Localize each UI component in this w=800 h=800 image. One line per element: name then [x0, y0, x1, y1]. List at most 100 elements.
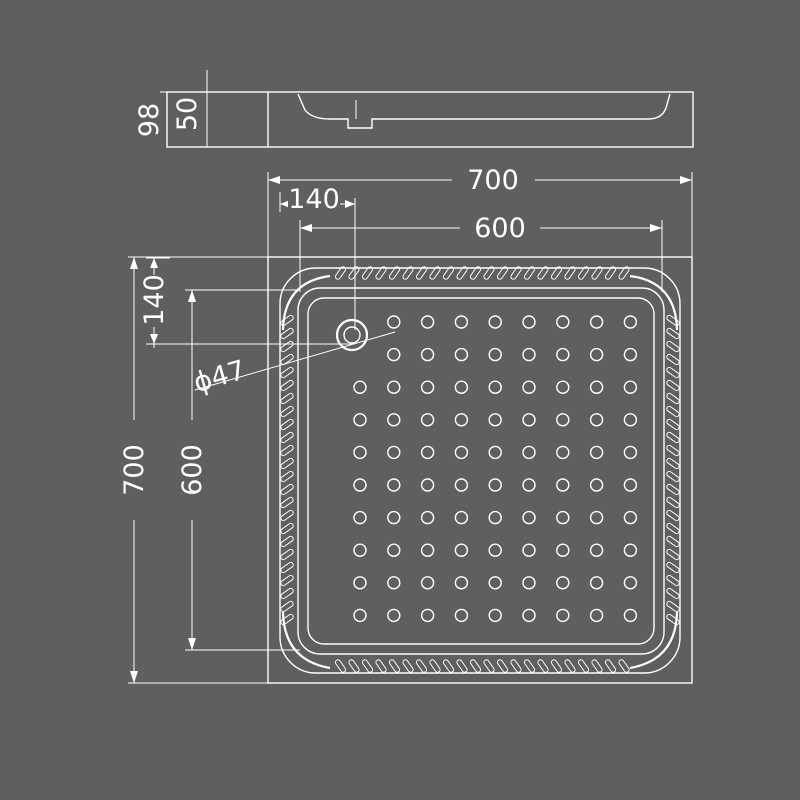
groove-slot — [469, 659, 482, 673]
anti-slip-dot — [488, 576, 502, 590]
dim-50: 50 — [172, 97, 203, 131]
anti-slip-dot — [420, 478, 435, 492]
groove-slot — [666, 535, 680, 548]
anti-slip-dot — [556, 576, 570, 590]
dim-700-length: 700 — [119, 444, 150, 496]
anti-slip-dot — [522, 543, 536, 557]
groove-slot — [429, 659, 441, 673]
anti-slip-dot — [488, 478, 502, 492]
groove-slot — [348, 266, 360, 280]
tray-basin-outer — [297, 287, 665, 655]
groove-slot — [564, 266, 576, 280]
anti-slip-dot — [589, 445, 604, 460]
groove-slot — [666, 613, 680, 626]
corner-groove — [629, 611, 679, 670]
groove-slot — [402, 266, 414, 280]
anti-slip-dot — [522, 478, 536, 492]
groove-slot — [537, 659, 549, 673]
anti-slip-dot — [387, 543, 401, 557]
groove-slot — [666, 509, 680, 522]
groove-slot — [280, 561, 294, 574]
anti-slip-dot — [454, 608, 469, 623]
groove-slot — [334, 266, 347, 280]
groove-slot — [666, 353, 680, 366]
groove-slot — [375, 659, 387, 673]
groove-slot — [348, 659, 360, 673]
drain-hole — [335, 318, 369, 352]
groove-slot — [469, 266, 482, 280]
anti-slip-dot — [589, 413, 604, 427]
groove-slot — [666, 340, 680, 353]
groove-slot — [280, 418, 294, 431]
groove-slot — [280, 600, 294, 613]
anti-slip-dot — [623, 510, 638, 525]
anti-slip-dot — [420, 380, 435, 394]
groove-slot — [280, 483, 294, 496]
tray-rim — [279, 267, 681, 674]
anti-slip-dot — [353, 576, 367, 590]
groove-slot — [666, 470, 680, 483]
drain-hole-inner — [343, 326, 361, 344]
groove-slot — [280, 340, 294, 353]
dim-140-x: 140 — [288, 184, 340, 215]
anti-slip-dot — [522, 413, 536, 427]
anti-slip-dot — [556, 315, 570, 329]
groove-slot — [496, 659, 509, 673]
groove-slot — [280, 522, 294, 535]
tray-outer-outline — [267, 256, 693, 684]
anti-slip-dot — [589, 543, 604, 557]
anti-slip-dot — [454, 445, 469, 460]
anti-slip-dot — [589, 380, 604, 394]
dim-600-length: 600 — [177, 444, 208, 496]
groove-slot — [618, 659, 630, 673]
groove-slot — [456, 266, 468, 280]
dim-98: 98 — [134, 103, 165, 137]
anti-slip-dot — [420, 608, 435, 623]
anti-slip-dot — [353, 413, 367, 427]
anti-slip-dot — [353, 478, 367, 492]
groove-slot — [577, 659, 590, 673]
top-view-dimensions: 700 140 600 700 140 — [119, 165, 693, 684]
groove-slot — [666, 457, 680, 470]
anti-slip-dot — [454, 510, 469, 525]
groove-slot — [280, 509, 294, 522]
groove-slot — [550, 659, 563, 673]
anti-slip-dot — [488, 608, 502, 623]
groove-slot — [280, 314, 294, 327]
groove-slot — [666, 561, 680, 574]
groove-slot — [666, 327, 680, 340]
groove-slot — [429, 266, 441, 280]
groove-slot — [280, 548, 294, 561]
groove-slot — [496, 266, 509, 280]
groove-slot — [280, 431, 294, 444]
groove-slot — [666, 600, 680, 613]
groove-slot — [415, 659, 428, 673]
anti-slip-dot — [454, 478, 469, 492]
anti-slip-dot — [387, 347, 401, 362]
anti-slip-dot — [488, 413, 502, 427]
groove-slot — [550, 266, 563, 280]
groove-slot — [523, 659, 536, 673]
dim-700-width: 700 — [467, 165, 519, 196]
anti-slip-dot — [623, 445, 638, 460]
groove-slot — [666, 431, 680, 444]
anti-slip-dot — [623, 478, 638, 492]
groove-slot — [564, 659, 576, 673]
anti-slip-dot — [623, 380, 638, 394]
dim-140-y: 140 — [139, 274, 170, 326]
dim-600-width: 600 — [474, 213, 526, 244]
groove-slot — [537, 266, 549, 280]
groove-slot — [591, 266, 603, 280]
groove-slot — [375, 266, 387, 280]
groove-slot — [280, 353, 294, 366]
groove-slot — [666, 483, 680, 496]
anti-slip-dot — [522, 315, 536, 329]
anti-slip-dot — [522, 445, 536, 460]
groove-slot — [280, 535, 294, 548]
anti-slip-dot — [420, 510, 435, 525]
anti-slip-dot — [623, 543, 638, 557]
anti-slip-dot — [387, 608, 401, 623]
groove-slot — [666, 379, 680, 392]
top-view-tray — [267, 256, 693, 684]
